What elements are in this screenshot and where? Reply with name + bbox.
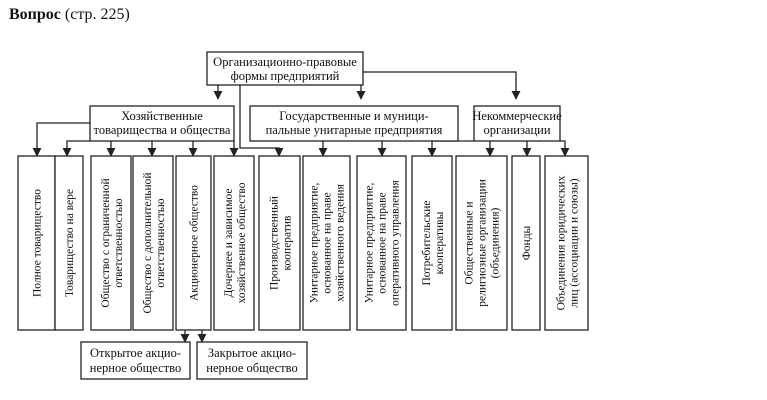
leaf-unitary-operational-label: Унитарное предприятие,основанное на прав… (364, 179, 402, 305)
connectors (32, 71, 570, 343)
leaf-unitary-economic: Унитарное предприятие,основанное на прав… (302, 155, 351, 331)
subleaf-open-jsc: Открытое акцио-нерное общество (80, 341, 191, 380)
leaf-public-religious-label: Общественные ирелигиозные организации(об… (464, 179, 502, 307)
leaf-llc-label: Общество с ограниченнойответственностью (100, 178, 125, 307)
leaf-alc-label: Общество с дополнительнойответственность… (142, 172, 167, 313)
leaf-alc: Общество с дополнительнойответственность… (132, 155, 174, 331)
leaf-associations-label: Объединения юридическихлиц (ассоциации и… (556, 175, 581, 310)
leaf-full-partnership-label: Полное товарищество (32, 189, 44, 297)
subleaf-open-jsc-label: Открытое акцио-нерное общество (90, 346, 181, 375)
leaf-limited-partnership: Товарищество на вере (54, 155, 84, 331)
subleaf-closed-jsc: Закрытое акцио-нерное общество (196, 341, 308, 380)
leaf-funds: Фонды (511, 155, 541, 331)
leaf-subsidiary: Дочернее и зависимоехозяйственное общест… (213, 155, 255, 331)
leaf-consumer-coop: Потребительскиекооперативы (411, 155, 453, 331)
leaf-public-religious: Общественные ирелигиозные организации(об… (455, 155, 508, 331)
leaf-full-partnership: Полное товарищество (17, 155, 56, 331)
leaf-associations: Объединения юридическихлиц (ассоциации и… (544, 155, 589, 331)
subleaf-closed-jsc-label: Закрытое акцио-нерное общество (206, 346, 297, 375)
leaf-subsidiary-label: Дочернее и зависимоехозяйственное общест… (223, 182, 248, 303)
group-state-label: Государственные и муници-пальные унитарн… (266, 109, 443, 137)
leaf-funds-label: Фонды (521, 225, 533, 260)
leaf-llc: Общество с ограниченнойответственностью (90, 155, 132, 331)
leaf-production-coop: Производственныйкооператив (258, 155, 301, 331)
leaf-jsc-label: Акционерное общество (189, 185, 201, 301)
leaf-production-coop-label: Производственныйкооператив (269, 196, 294, 290)
leaf-jsc: Акционерное общество (175, 155, 212, 331)
group-state-box: Государственные и муници-пальные унитарн… (249, 105, 459, 142)
page-title: Вопрос (стр. 225) (9, 6, 130, 23)
leaf-unitary-economic-label: Унитарное предприятие,основанное на прав… (309, 183, 347, 304)
leaf-unitary-operational: Унитарное предприятие,основанное на прав… (356, 155, 407, 331)
leaf-limited-partnership-label: Товарищество на вере (64, 189, 76, 297)
leaf-consumer-coop-label: Потребительскиекооперативы (421, 201, 446, 286)
